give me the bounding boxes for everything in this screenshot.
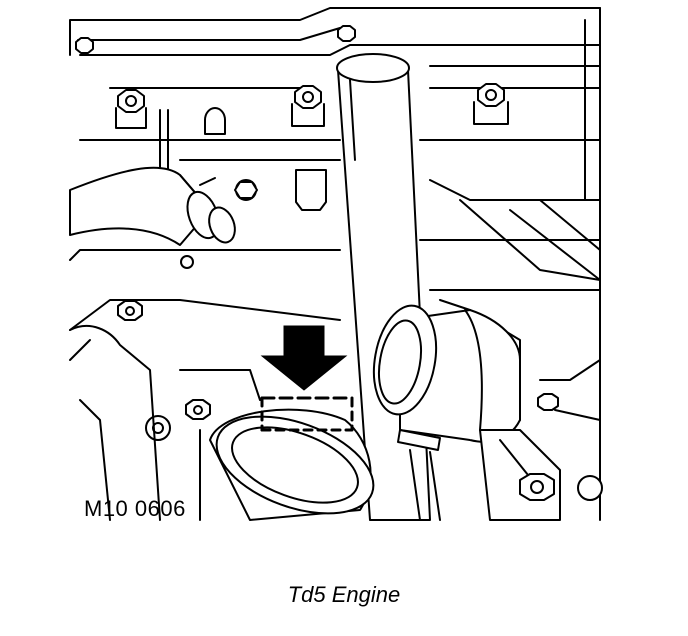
down-arrow-icon xyxy=(260,325,348,391)
right-bracket xyxy=(419,179,601,311)
block-bolts-lower xyxy=(117,255,559,441)
fuel-components xyxy=(204,107,327,211)
figure-reference-code: M10 0606 xyxy=(84,496,186,521)
head-bolts-upper xyxy=(75,25,509,129)
rocker-cover xyxy=(69,7,601,521)
figure-caption: Td5 Engine xyxy=(287,582,401,607)
engine-block-lines xyxy=(69,109,601,361)
coolant-hose xyxy=(69,166,236,246)
hose-clip xyxy=(397,429,441,521)
turbo-outlet xyxy=(372,304,561,521)
location-marker xyxy=(260,396,354,432)
alternator-bracket xyxy=(519,359,603,501)
engine-lower-block xyxy=(69,325,261,521)
oil-filler-neck xyxy=(209,408,375,521)
engine-illustration xyxy=(69,7,603,521)
